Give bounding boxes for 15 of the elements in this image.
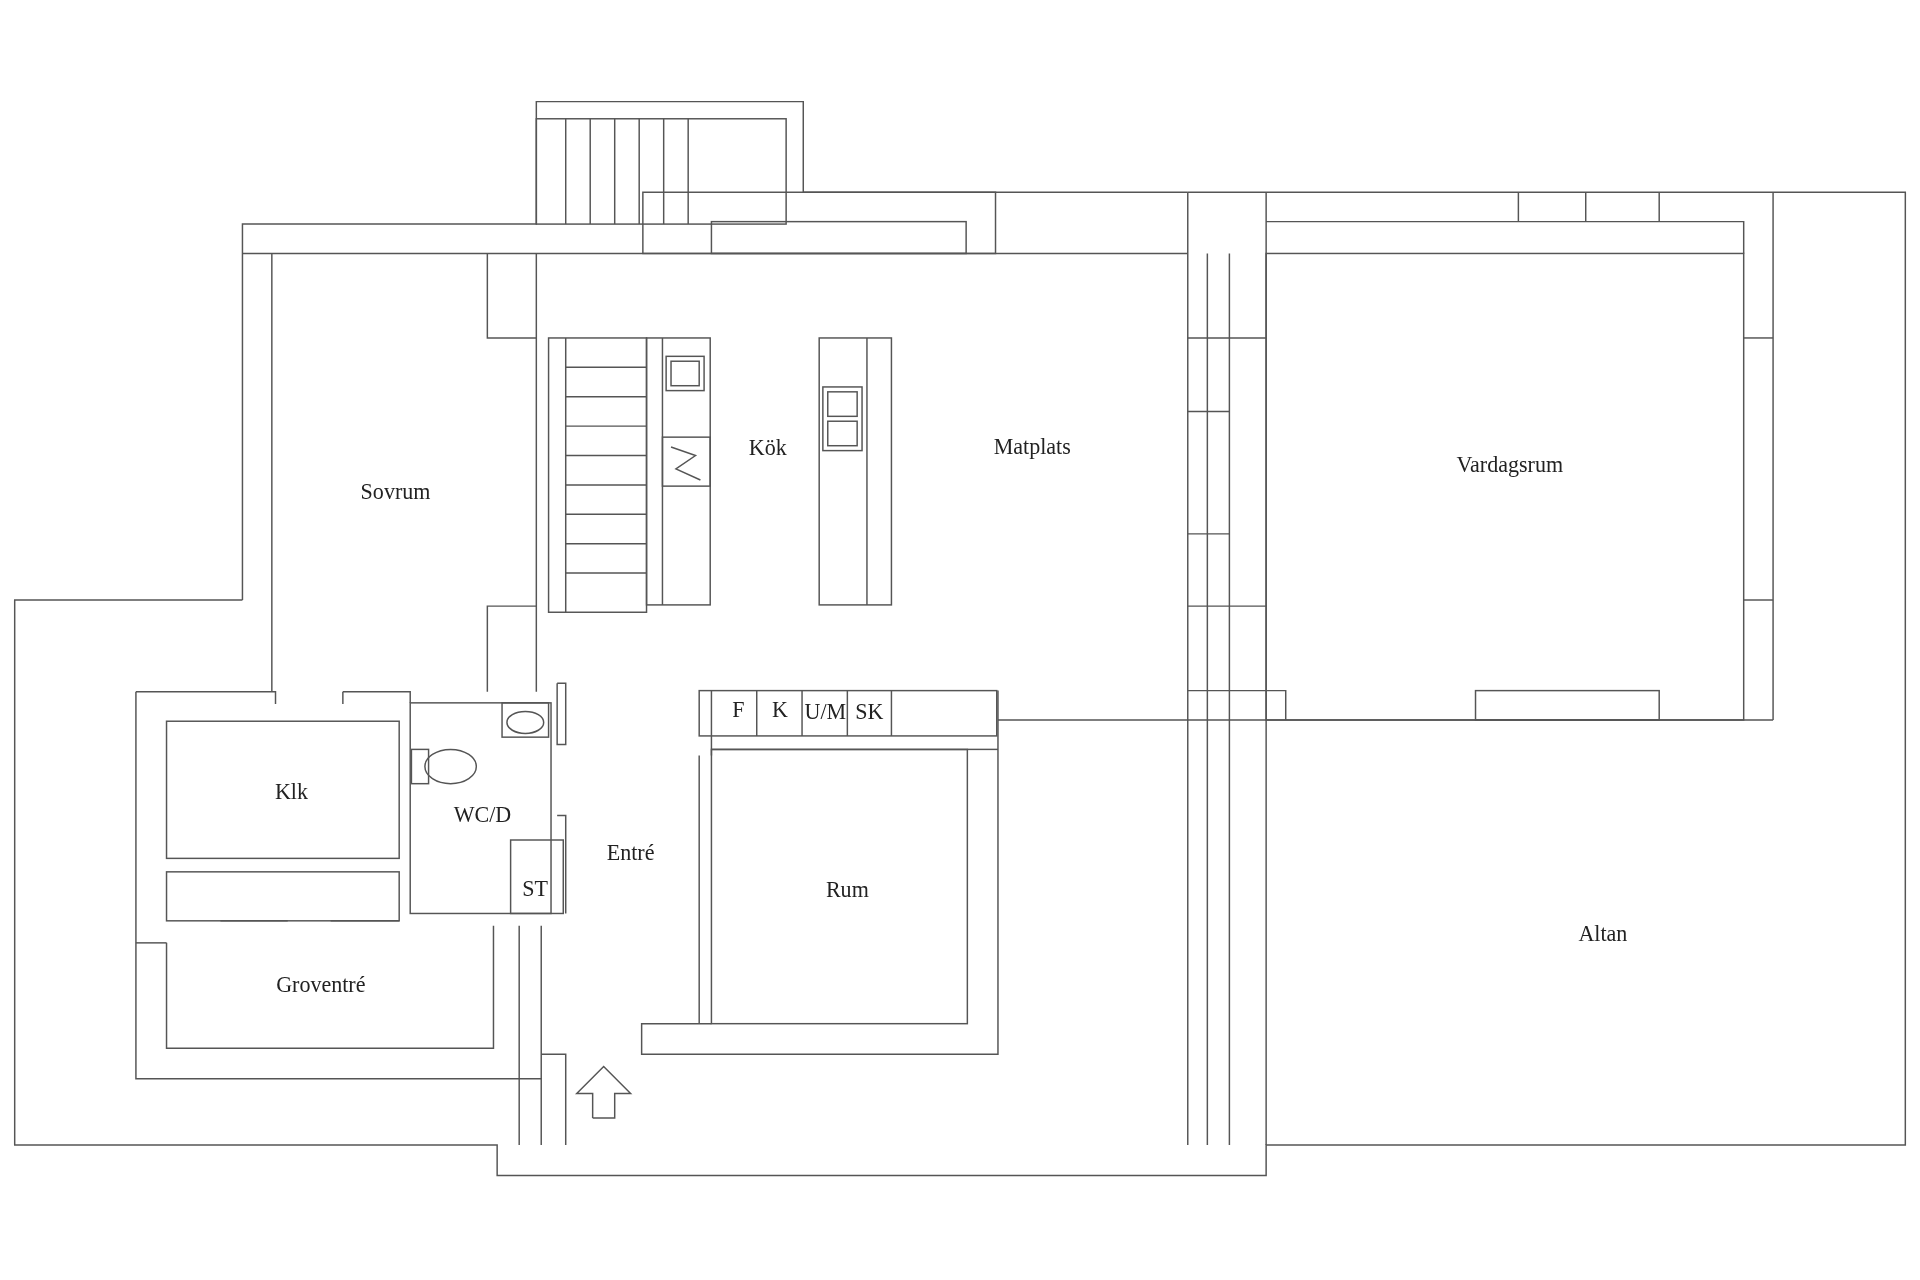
room-label: Altan xyxy=(1578,921,1628,948)
storage-label: K xyxy=(772,697,788,724)
room-label: Sovrum xyxy=(360,479,431,506)
storage-label: U/M xyxy=(804,699,847,726)
room-label: Groventré xyxy=(276,972,366,999)
room-label: Klk xyxy=(274,779,308,806)
room-label: Kök xyxy=(748,435,787,461)
room-label: Vardagsrum xyxy=(1456,452,1564,479)
room-label: Entré xyxy=(606,840,655,867)
room-label: WC/D xyxy=(453,802,512,829)
room-label: Rum xyxy=(825,877,869,904)
storage-label: SK xyxy=(855,699,884,726)
storage-label: F xyxy=(732,697,745,724)
room-label: Matplats xyxy=(993,434,1071,460)
storage-label: ST xyxy=(522,876,548,902)
